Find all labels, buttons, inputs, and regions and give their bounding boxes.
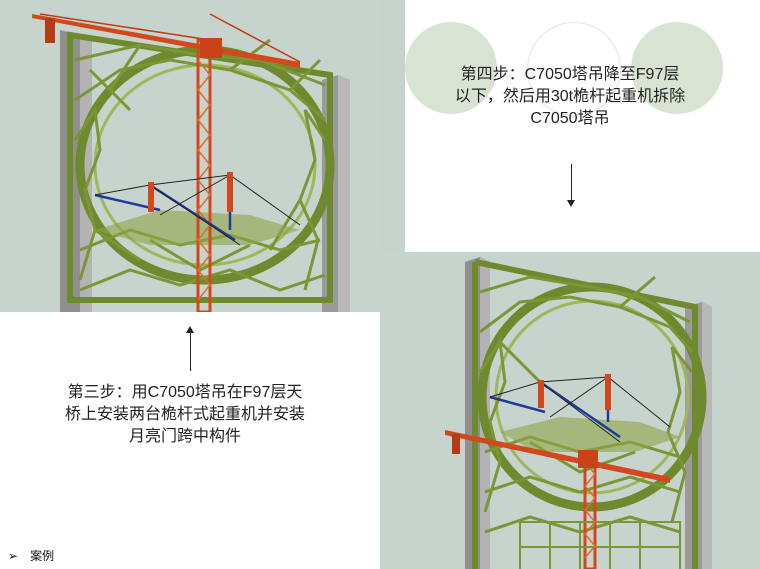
step3-card: 第三步：用C7050塔吊在F97层天 桥上安装两台桅杆式起重机并安装 月亮门跨中… xyxy=(0,312,380,569)
section-label: 案例 xyxy=(30,549,55,563)
step3-structure-drawing xyxy=(32,13,350,312)
down-arrow-shaft xyxy=(571,164,572,200)
down-arrow-icon xyxy=(567,200,575,207)
decorative-circle xyxy=(631,22,723,114)
step3-description: 第三步：用C7050塔吊在F97层天 桥上安装两台桅杆式起重机并安装 月亮门跨中… xyxy=(64,384,305,445)
step4-card: 第四步：C7050塔吊降至F97层 以下，然后用30t桅杆起重机拆除 C7050… xyxy=(405,0,760,252)
decorative-circle xyxy=(405,22,497,114)
step3-illustration xyxy=(0,0,380,312)
step4-illustration xyxy=(380,252,760,569)
step4-description: 第四步：C7050塔吊降至F97层 以下，然后用30t桅杆起重机拆除 C7050… xyxy=(454,66,686,127)
step4-structure-drawing xyxy=(445,257,712,569)
up-arrow-icon xyxy=(186,326,194,333)
decorative-circle-outline xyxy=(527,22,621,116)
up-arrow-shaft xyxy=(190,333,191,371)
section-footer: ➢ 案例 xyxy=(8,547,54,564)
bullet-arrow-icon: ➢ xyxy=(8,548,19,563)
